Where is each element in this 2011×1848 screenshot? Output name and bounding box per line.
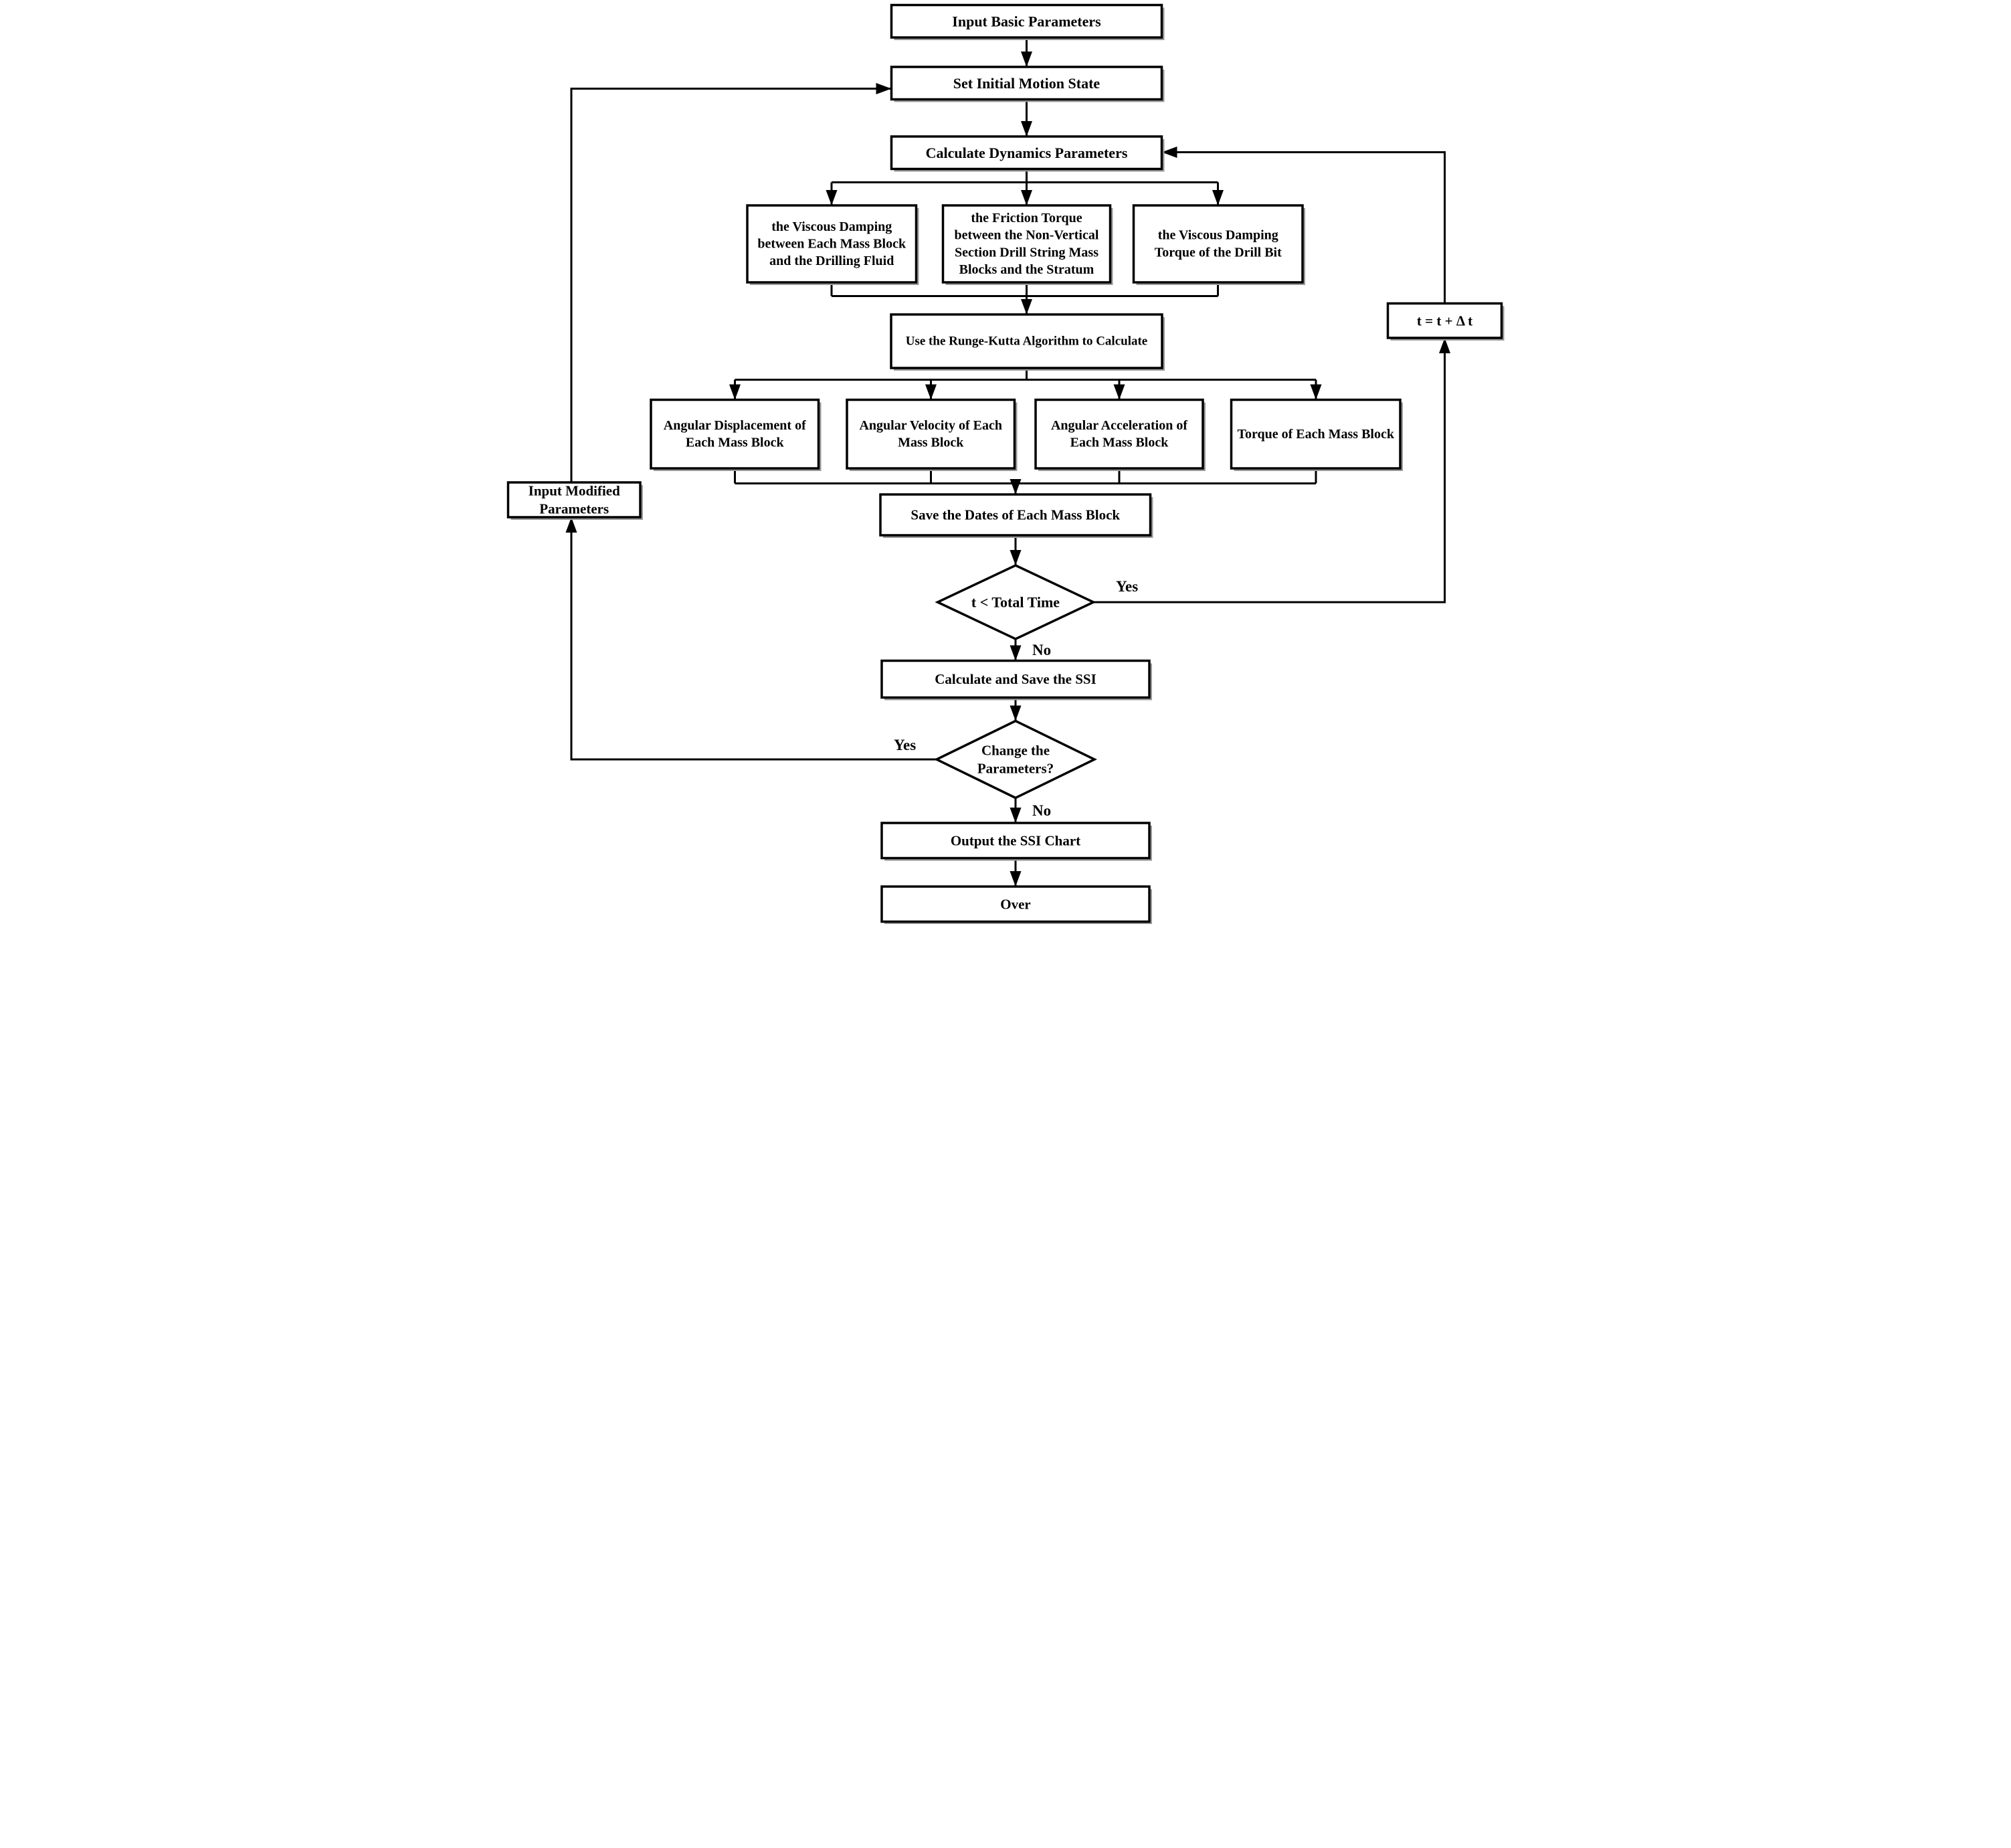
- node-torque-each-mass-block: [1230, 398, 1402, 470]
- arrowhead-e-imp-to-initial: [876, 83, 891, 94]
- node-label-input-modified-parameters-line-1: Input Modified: [528, 483, 619, 499]
- node-label-calculate-dynamics-parameters-line-1: Calculate Dynamics Parameters: [925, 145, 1127, 161]
- arrowhead-e-input-to-initial: [1020, 52, 1032, 67]
- edge-label-e-diamond2-yes: Yes: [894, 737, 916, 753]
- node-label-viscous-damping-mass-fluid-line-3: and the Drilling Fluid: [769, 254, 894, 268]
- node-viscous-damping-mass-fluid: [745, 204, 917, 284]
- node-label-torque-each-mass-block-line-1: Torque of Each Mass Block: [1237, 427, 1394, 442]
- edge-label-e-diamond1-yes: Yes: [1116, 578, 1138, 595]
- arrowhead-e-split1-right: [1212, 190, 1224, 205]
- node-label-output-ssi-chart-line-1: Output the SSI Chart: [950, 832, 1080, 848]
- node-label-over-line-1: Over: [1000, 896, 1030, 912]
- node-runge-kutta-calculate: [889, 313, 1163, 369]
- edge-e-diamond1-yes: [1093, 338, 1446, 604]
- node-t-less-total-time: [934, 564, 1096, 640]
- node-label-calculate-save-ssi-line-1: Calculate and Save the SSI: [935, 671, 1096, 687]
- node-label-change-parameters-line-2: Parameters?: [977, 760, 1053, 776]
- node-label-viscous-damping-drill-bit-line-2: Torque of the Drill Bit: [1154, 245, 1281, 260]
- node-label-viscous-damping-mass-fluid-line-2: between Each Mass Block: [757, 237, 906, 252]
- arrowhead-e-split2-3: [1113, 384, 1125, 400]
- node-angular-displacement: [649, 398, 820, 470]
- node-label-input-modified-parameters-line-2: Parameters: [539, 500, 609, 517]
- arrowhead-e-merge1-to-rk: [1020, 299, 1032, 314]
- node-label-viscous-damping-drill-bit-line-1: the Viscous Damping: [1157, 228, 1278, 243]
- node-label-set-initial-motion-state-line-1: Set Initial Motion State: [953, 75, 1100, 92]
- node-t-increment: [1386, 302, 1503, 339]
- node-label-change-parameters-line-1: Change the: [981, 743, 1049, 759]
- edge-label-e-diamond1-no: No: [1032, 642, 1051, 658]
- node-label-input-basic-parameters-line-1: Input Basic Parameters: [952, 13, 1101, 29]
- node-label-t-increment-line-1: t = t + Δ t: [1416, 312, 1472, 329]
- node-input-modified-parameters: [506, 481, 642, 519]
- node-label-viscous-damping-mass-fluid-line-1: the Viscous Damping: [771, 219, 892, 234]
- arrowhead-e-initial-to-dynamics: [1020, 121, 1032, 136]
- node-viscous-damping-drill-bit: [1132, 204, 1304, 284]
- edge-e-diamond2-yes: [570, 517, 937, 761]
- edge-label-e-diamond2-no: No: [1032, 802, 1051, 819]
- node-label-friction-torque-stratum-line-3: Section Drill String Mass: [955, 245, 1098, 260]
- node-label-angular-acceleration-line-1: Angular Acceleration of: [1050, 418, 1187, 433]
- node-change-parameters: [933, 719, 1097, 800]
- arrowhead-e-split2-4: [1310, 384, 1321, 400]
- node-output-ssi-chart: [880, 822, 1151, 860]
- node-label-friction-torque-stratum-line-1: the Friction Torque: [971, 211, 1082, 225]
- arrowhead-e-split2-1: [729, 384, 741, 400]
- arrowhead-e-diamond2-yes: [565, 517, 577, 533]
- node-angular-acceleration: [1034, 398, 1204, 470]
- node-calculate-dynamics-parameters: [890, 135, 1163, 171]
- node-label-save-dates-each-mass-block-line-1: Save the Dates of Each Mass Block: [911, 507, 1120, 523]
- arrowhead-e-split1-left: [826, 190, 837, 205]
- arrowhead-e-output-to-over: [1010, 871, 1021, 887]
- edge-e-imp-to-initial: [570, 88, 891, 482]
- node-label-t-less-total-time-line-1: t < Total Time: [971, 594, 1059, 611]
- node-set-initial-motion-state: [890, 66, 1163, 101]
- node-friction-torque-stratum: [941, 204, 1111, 284]
- node-angular-velocity: [845, 398, 1016, 470]
- arrowhead-e-split2-2: [925, 384, 937, 400]
- node-label-angular-acceleration-line-2: Each Mass Block: [1070, 436, 1169, 450]
- arrowhead-e-ssi-to-diamond2: [1010, 705, 1021, 721]
- arrowhead-e-save-to-diamond1: [1010, 550, 1021, 565]
- node-label-angular-velocity-line-2: Mass Block: [898, 436, 964, 450]
- node-label-angular-velocity-line-1: Angular Velocity of Each: [859, 418, 1002, 433]
- node-label-angular-displacement-line-2: Each Mass Block: [685, 436, 784, 450]
- node-label-angular-displacement-line-1: Angular Displacement of: [663, 418, 805, 433]
- node-input-basic-parameters: [890, 3, 1163, 39]
- node-over: [880, 885, 1151, 923]
- arrowhead-e-diamond1-yes: [1438, 338, 1450, 353]
- edge-e-tinc-to-dynamics: [1161, 151, 1446, 304]
- node-label-runge-kutta-calculate-line-1: Use the Runge-Kutta Algorithm to Calcula…: [905, 335, 1147, 349]
- arrowhead-e-diamond2-no: [1010, 808, 1021, 823]
- arrowhead-e-diamond1-no: [1010, 645, 1021, 661]
- node-label-friction-torque-stratum-line-2: between the Non-Vertical: [954, 228, 1098, 243]
- arrowhead-e-split1-mid: [1020, 190, 1032, 205]
- arrowhead-e-tinc-to-dynamics: [1161, 147, 1177, 158]
- arrowhead-e-merge2-to-save: [1010, 479, 1021, 494]
- node-label-friction-torque-stratum-line-4: Blocks and the Stratum: [959, 262, 1094, 277]
- node-calculate-save-ssi: [880, 659, 1151, 699]
- node-save-dates-each-mass-block: [878, 493, 1151, 537]
